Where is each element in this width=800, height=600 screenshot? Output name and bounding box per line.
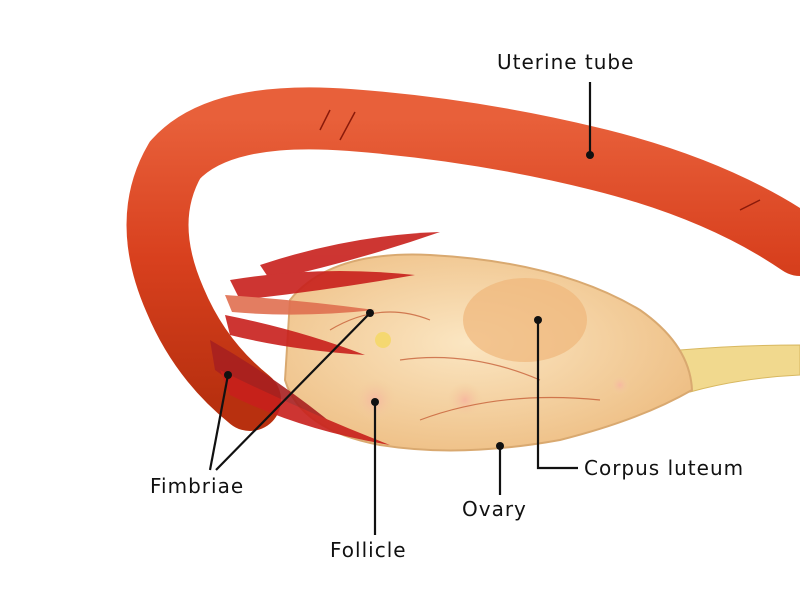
fimbriae-shape bbox=[210, 232, 440, 445]
corpus-luteum-shape bbox=[463, 278, 587, 362]
label-uterine-tube: Uterine tube bbox=[497, 50, 635, 74]
uterine-tube-shape bbox=[126, 87, 800, 431]
label-follicle: Follicle bbox=[330, 538, 407, 562]
leader-lines bbox=[208, 82, 592, 535]
ovarian-ligament bbox=[679, 344, 800, 393]
label-dots bbox=[224, 151, 594, 450]
label-fimbriae: Fimbriae bbox=[150, 474, 245, 498]
label-ovary: Ovary bbox=[462, 497, 527, 521]
label-corpus-luteum: Corpus luteum bbox=[584, 456, 745, 480]
